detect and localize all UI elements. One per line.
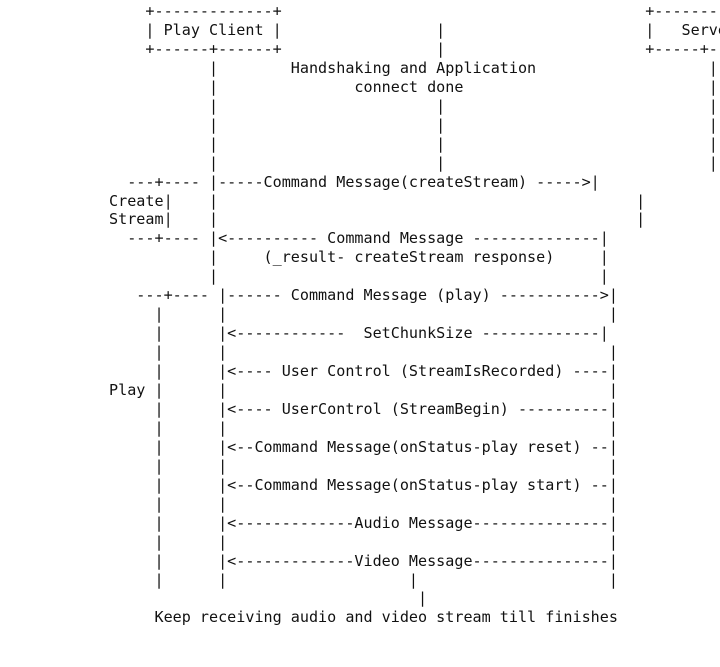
diagram-line: | Handshaking and Application | [0,58,718,77]
diagram-line: | | | [0,305,618,324]
diagram-line: Create| | | [0,191,646,210]
diagram-line: | |<-------------Audio Message----------… [0,513,618,532]
diagram-line: | | | [0,96,718,115]
diagram-line: | (_result- createStream response) | [0,248,609,267]
diagram-line: +-------------+ +----------+ [0,2,720,20]
diagram-line: | | | [0,532,618,551]
diagram-line: | | | [0,343,618,362]
diagram-line: +------+------+ | +-----+----+ [0,39,720,58]
diagram-line: | | | [0,456,618,475]
diagram-line: | | | [0,494,618,513]
diagram-line: | Play Client | | | Server | [0,20,720,39]
diagram-line: | |<--Command Message(onStatus-play rese… [0,437,618,456]
diagram-line: | [0,589,428,608]
diagram-line: | | | [0,153,718,172]
diagram-line: ---+---- |<---------- Command Message --… [0,229,609,248]
diagram-line: | |<---- User Control (StreamIsRecorded)… [0,362,618,381]
diagram-line: ---+---- |------ Command Message (play) … [0,286,618,305]
diagram-line: Play | | | [0,381,618,399]
diagram-line: | |<------------ SetChunkSize ----------… [0,324,609,343]
diagram-line: | | | [0,418,618,437]
diagram-line: | |<---- UserControl (StreamBegin) -----… [0,399,618,418]
diagram-line: | |<--Command Message(onStatus-play star… [0,475,618,494]
diagram-line: | |<-------------Video Message----------… [0,551,618,570]
diagram-line: Stream| | | [0,210,646,229]
diagram-line: | | | [0,115,718,134]
diagram-line: | | [0,267,609,286]
diagram-line: | | | | [0,570,618,589]
diagram-line: | connect done | [0,77,718,96]
diagram-line: | | | [0,134,718,153]
diagram-line: Keep receiving audio and video stream ti… [0,608,618,627]
diagram-line: ---+---- |-----Command Message(createStr… [0,172,600,191]
